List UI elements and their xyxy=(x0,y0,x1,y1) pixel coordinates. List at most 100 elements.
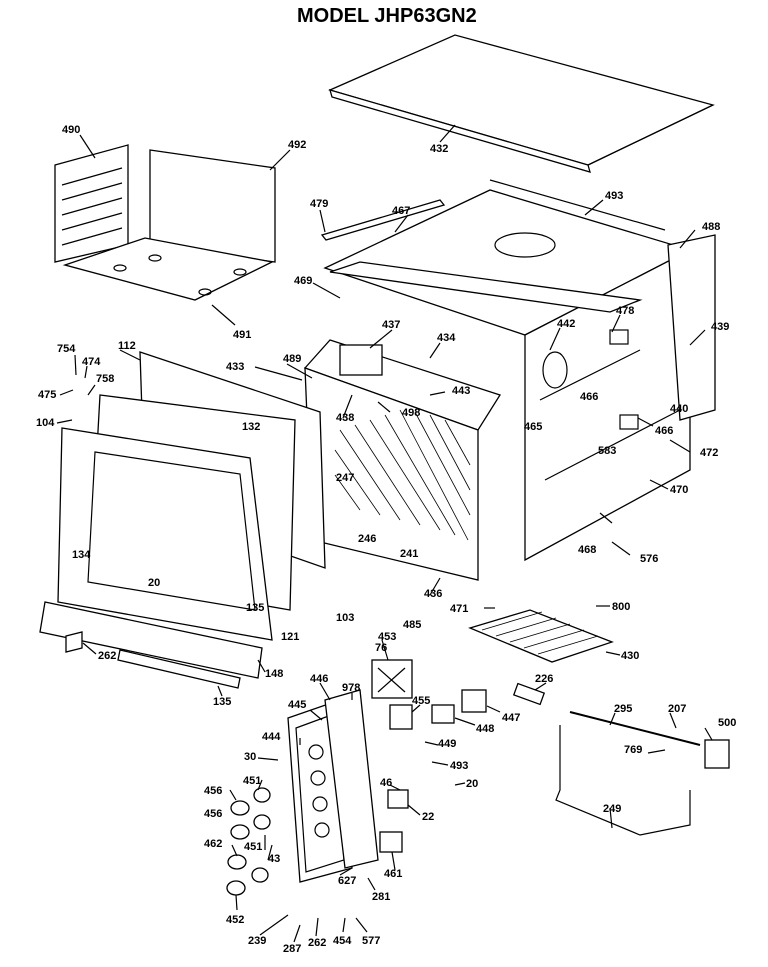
callout-492: 492 xyxy=(288,139,306,151)
callout-247: 247 xyxy=(336,472,354,484)
callout-500: 500 xyxy=(718,717,736,729)
callout-112: 112 xyxy=(118,340,136,352)
callout-456b: 456 xyxy=(204,808,222,820)
callout-490: 490 xyxy=(62,124,80,136)
callout-262a: 262 xyxy=(98,650,116,662)
callout-758: 758 xyxy=(96,373,114,385)
control-panel xyxy=(287,689,379,883)
oven-liner xyxy=(303,339,501,581)
callout-239: 239 xyxy=(248,935,266,947)
callout-498: 498 xyxy=(402,407,420,419)
callout-104: 104 xyxy=(36,417,55,429)
door-bottom-trim xyxy=(39,601,263,679)
callout-295: 295 xyxy=(614,703,632,715)
callout-461: 461 xyxy=(384,868,402,880)
callout-439: 439 xyxy=(711,321,729,333)
callout-121: 121 xyxy=(281,631,299,643)
leader-lines xyxy=(56,124,713,943)
callout-442: 442 xyxy=(557,318,575,330)
callout-46: 46 xyxy=(380,777,392,789)
callout-471: 471 xyxy=(450,603,468,615)
callout-493b: 493 xyxy=(450,760,468,772)
callout-800: 800 xyxy=(612,601,630,613)
callout-43: 43 xyxy=(268,853,280,865)
callout-449: 449 xyxy=(438,738,456,750)
callout-491: 491 xyxy=(233,329,251,341)
control-knobs xyxy=(226,787,271,896)
callout-493: 493 xyxy=(605,190,623,202)
switch-461 xyxy=(379,831,403,853)
callout-438: 438 xyxy=(336,412,354,424)
callout-754: 754 xyxy=(57,343,76,355)
callout-469: 469 xyxy=(294,275,312,287)
callout-287: 287 xyxy=(283,943,301,955)
callout-440: 440 xyxy=(670,403,688,415)
door-handle xyxy=(117,649,241,689)
callout-451b: 451 xyxy=(244,841,262,853)
callout-488: 488 xyxy=(702,221,720,233)
callout-246: 246 xyxy=(358,533,376,545)
callout-456a: 456 xyxy=(204,785,222,797)
callout-448: 448 xyxy=(476,723,494,735)
callout-468: 468 xyxy=(578,544,596,556)
relay-module xyxy=(461,689,487,713)
callout-452: 452 xyxy=(226,914,244,926)
callout-148: 148 xyxy=(265,668,283,680)
hinge-clip xyxy=(65,631,83,653)
callout-472: 472 xyxy=(700,447,718,459)
broil-element xyxy=(569,711,701,746)
callout-583: 583 xyxy=(598,445,616,457)
callout-241: 241 xyxy=(400,548,418,560)
callout-430: 430 xyxy=(621,650,639,662)
callout-134: 134 xyxy=(72,549,91,561)
callout-978: 978 xyxy=(342,682,360,694)
front-trim-strip xyxy=(320,199,446,241)
switch-455 xyxy=(389,704,413,730)
bracket-22 xyxy=(387,789,409,809)
part-callouts: 490 492 491 432 493 488 479 467 469 437 … xyxy=(36,124,736,955)
bake-element xyxy=(555,725,691,836)
callout-465: 465 xyxy=(524,421,542,433)
callout-20b: 20 xyxy=(466,778,478,790)
callout-466a: 466 xyxy=(580,391,598,403)
oven-door-frame xyxy=(57,427,273,641)
vent-grille xyxy=(468,609,614,663)
callout-207: 207 xyxy=(668,703,686,715)
callout-447: 447 xyxy=(502,712,520,724)
callout-22: 22 xyxy=(422,811,434,823)
callout-454: 454 xyxy=(333,935,352,947)
callout-466b: 466 xyxy=(655,425,673,437)
callout-444: 444 xyxy=(262,731,281,743)
side-panel xyxy=(667,234,716,421)
callout-434: 434 xyxy=(437,332,456,344)
callout-135b: 135 xyxy=(213,696,231,708)
callout-577: 577 xyxy=(362,935,380,947)
upper-rail xyxy=(329,261,643,313)
callout-445: 445 xyxy=(288,699,306,711)
callout-478: 478 xyxy=(616,305,634,317)
callout-489: 489 xyxy=(283,353,301,365)
callout-443: 443 xyxy=(452,385,470,397)
callout-433: 433 xyxy=(226,361,244,373)
callout-249: 249 xyxy=(603,803,621,815)
callout-20a: 20 xyxy=(148,577,160,589)
callout-455: 455 xyxy=(412,695,430,707)
callout-30: 30 xyxy=(244,751,256,763)
callout-475: 475 xyxy=(38,389,56,401)
model-title: MODEL JHP63GN2 xyxy=(297,5,477,27)
callout-769: 769 xyxy=(624,744,642,756)
terminal-block xyxy=(704,739,730,769)
callout-132: 132 xyxy=(242,421,260,433)
callout-446: 446 xyxy=(310,673,328,685)
callout-76: 76 xyxy=(375,642,387,654)
rack-frame-assembly xyxy=(54,144,276,301)
callout-627: 627 xyxy=(338,875,356,887)
callout-479: 479 xyxy=(310,198,328,210)
callout-432: 432 xyxy=(430,143,448,155)
callout-437: 437 xyxy=(382,319,400,331)
callout-103: 103 xyxy=(336,612,354,624)
callout-470: 470 xyxy=(670,484,688,496)
callout-576: 576 xyxy=(640,553,658,565)
